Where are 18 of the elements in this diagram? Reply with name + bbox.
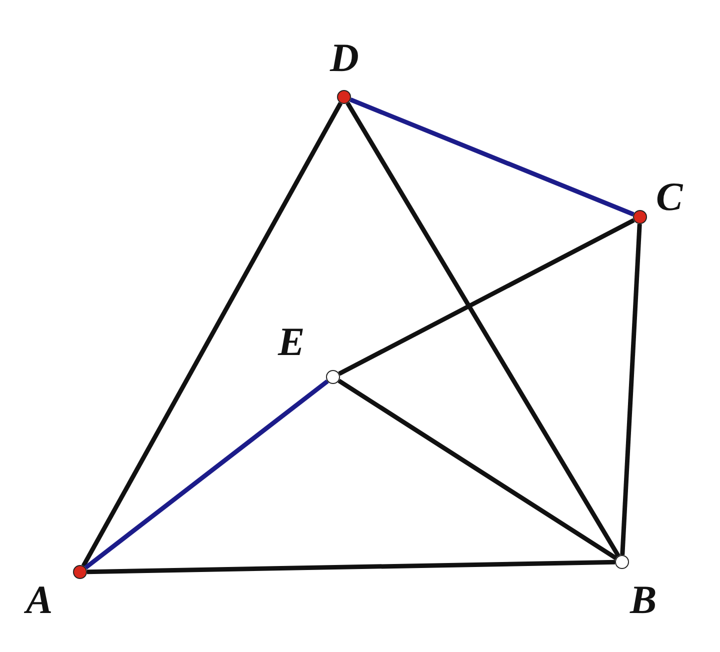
line-segment	[346, 102, 620, 558]
line-segment	[338, 218, 635, 376]
point-dot	[337, 90, 351, 104]
line-segment	[620, 224, 642, 556]
line-segment	[338, 378, 618, 560]
line-segment	[350, 98, 634, 216]
line-segment	[81, 102, 343, 567]
point-dot	[73, 565, 87, 579]
point-label: D	[330, 38, 359, 78]
line-segment	[86, 560, 616, 574]
point-label: C	[656, 177, 683, 217]
point-dot	[615, 555, 629, 569]
point-label: B	[630, 580, 657, 620]
point-label: A	[26, 580, 53, 620]
point-dot	[633, 210, 647, 224]
line-segment	[84, 380, 329, 570]
point-label: E	[278, 322, 305, 362]
point-dot	[326, 370, 340, 384]
